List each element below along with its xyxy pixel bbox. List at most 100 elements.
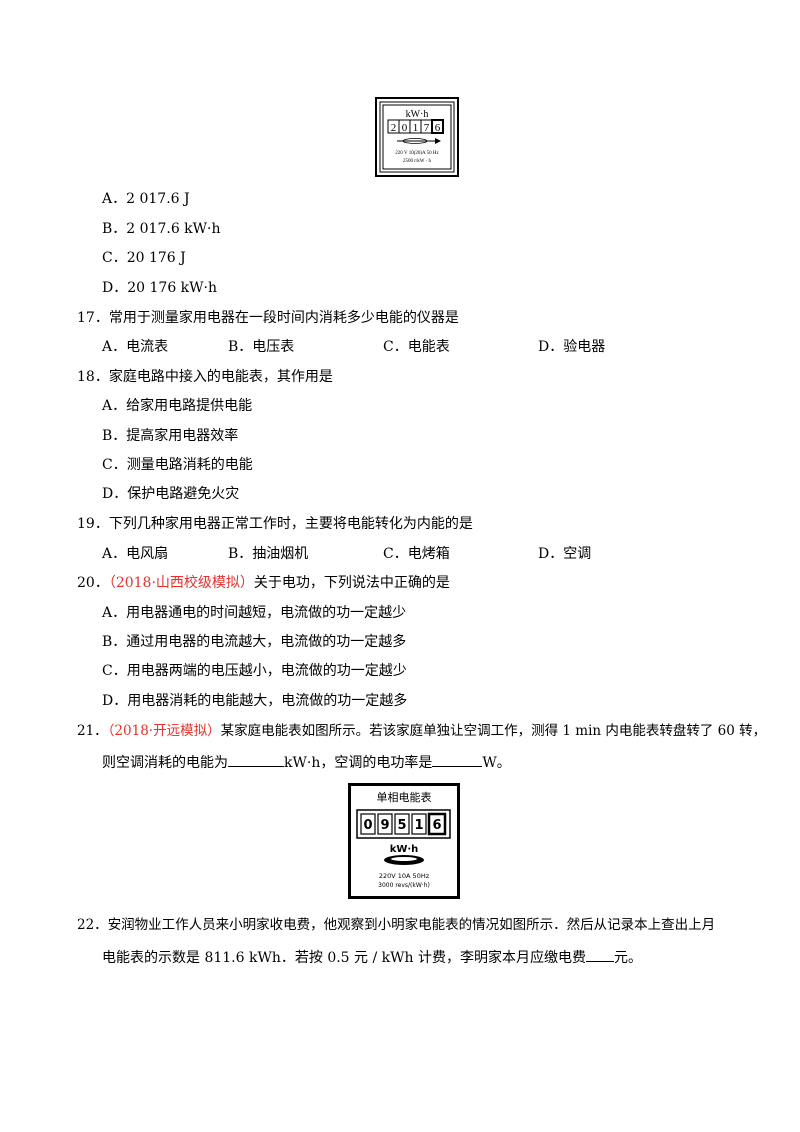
q22-stem-line1: 22．安润物业工作人员来小明家收电费，他观察到小明家电能表的情况如图所示．然后从… <box>77 916 715 934</box>
q17-option-a: A．电流表 <box>102 338 168 356</box>
option-text: 电烤箱 <box>407 546 450 562</box>
question-text: 家庭电路中接入的电能表，其作用是 <box>108 369 333 385</box>
meter1-dial-arrow <box>397 138 441 144</box>
option-text: 电能表 <box>407 339 450 355</box>
meter2-spec-line1: 220V 10A 50Hz <box>379 872 430 880</box>
meter1-digit: 6 <box>435 122 441 134</box>
q16-option-c: C．20 176 J <box>102 249 186 267</box>
q18-option-b: B．提高家用电器效率 <box>102 427 238 445</box>
q19-option-c: C．电烤箱 <box>383 545 450 563</box>
question-text: 某家庭电能表如图所示。若该家庭单独让空调工作，测得 1 min 内电能表转盘转了… <box>220 723 767 739</box>
q17-stem: 17．常用于测量家用电器在一段时间内消耗多少电能的仪器是 <box>77 309 459 327</box>
meter1-unit: kW·h <box>406 109 429 120</box>
meter1-digit: 7 <box>424 122 430 134</box>
q19-option-d: D．空调 <box>538 545 591 563</box>
q20-option-c: C．用电器两端的电压越小，电流做的功一定越少 <box>102 662 407 680</box>
question-text: 电能表的示数是 811.6 kWh．若按 0.5 元 / kWh 计费，李明家本… <box>102 950 586 966</box>
meter2-digit: 5 <box>397 818 406 833</box>
option-text: 2 017.6 J <box>126 191 190 207</box>
q17-option-d: D．验电器 <box>538 338 605 356</box>
question-text: 则空调消耗的电能为 <box>102 755 228 771</box>
option-letter: C． <box>383 546 408 562</box>
q16-option-b: B．2 017.6 kW·h <box>102 220 221 238</box>
question-text: 常用于测量家用电器在一段时间内消耗多少电能的仪器是 <box>108 310 459 326</box>
question-number: 18． <box>77 369 109 385</box>
q20-option-d: D．用电器消耗的电能越大，电流做的功一定越多 <box>102 692 407 710</box>
option-text: 保护电路避免火灾 <box>127 486 240 502</box>
question-text: 下列几种家用电器正常工作时，主要将电能转化为内能的是 <box>108 516 473 532</box>
option-letter: A． <box>102 398 127 414</box>
meter2-spec-line2: 3000 revs/(kW·h) <box>378 882 430 889</box>
meter2-digit-boxes: 0 9 5 1 6 <box>356 809 451 839</box>
question-source: （2018·山西校级模拟） <box>108 575 254 591</box>
answer-blank-fee[interactable] <box>586 947 614 962</box>
option-text: 抽油烟机 <box>252 546 309 562</box>
option-text: 通过用电器的电流越大，电流做的功一定越多 <box>126 634 407 650</box>
q20-option-a: A．用电器通电的时间越短，电流做的功一定越少 <box>102 604 406 622</box>
answer-blank-energy[interactable] <box>228 752 284 767</box>
question-number: 21． <box>77 723 108 739</box>
meter1-digit-boxes: 2 0 1 7 6 <box>387 119 444 134</box>
q18-option-d: D．保护电路避免火灾 <box>102 485 239 503</box>
option-text: 用电器通电的时间越短，电流做的功一定越少 <box>126 605 407 621</box>
option-letter: D． <box>102 486 128 502</box>
q16-option-a: A．2 017.6 J <box>102 190 190 208</box>
option-text: 电流表 <box>126 339 169 355</box>
option-letter: A． <box>102 339 127 355</box>
question-number: 20． <box>77 575 109 591</box>
option-text: 2 017.6 kW·h <box>126 221 221 237</box>
meter2-digit: 1 <box>414 818 423 833</box>
meter1-digit: 0 <box>402 122 408 134</box>
q17-option-b: B．电压表 <box>228 338 294 356</box>
q20-stem: 20．（2018·山西校级模拟）关于电功，下列说法中正确的是 <box>77 574 450 592</box>
question-number: 17． <box>77 310 109 326</box>
option-text: 给家用电路提供电能 <box>126 398 253 414</box>
q20-option-b: B．通过用电器的电流越大，电流做的功一定越多 <box>102 633 406 651</box>
option-text: 20 176 kW·h <box>127 280 218 296</box>
option-letter: A． <box>102 605 127 621</box>
option-text: 用电器消耗的电能越大，电流做的功一定越多 <box>127 693 408 709</box>
option-letter: C． <box>102 250 127 266</box>
question-text: W。 <box>482 755 511 771</box>
question-text: 安润物业工作人员来小明家收电费，他观察到小明家电能表的情况如图所示．然后从记录本… <box>107 917 716 933</box>
q22-stem-line2: 电能表的示数是 811.6 kWh．若按 0.5 元 / kWh 计费，李明家本… <box>102 947 642 967</box>
question-source: （2018·开远模拟） <box>107 723 221 739</box>
option-letter: D． <box>102 280 128 296</box>
option-letter: D． <box>538 546 564 562</box>
q19-option-a: A．电风扇 <box>102 545 168 563</box>
q18-stem: 18．家庭电路中接入的电能表，其作用是 <box>77 368 333 386</box>
option-letter: D． <box>102 693 128 709</box>
q21-stem-line1: 21．（2018·开远模拟）某家庭电能表如图所示。若该家庭单独让空调工作，测得 … <box>77 722 766 740</box>
option-letter: B． <box>228 339 253 355</box>
question-number: 19． <box>77 516 109 532</box>
option-text: 验电器 <box>563 339 606 355</box>
option-letter: A． <box>102 546 127 562</box>
option-letter: B． <box>102 634 127 650</box>
meter2-unit: kW·h <box>390 844 419 855</box>
option-letter: D． <box>538 339 564 355</box>
meter1-digit: 1 <box>413 122 419 134</box>
option-letter: C． <box>383 339 408 355</box>
q18-option-a: A．给家用电路提供电能 <box>102 397 252 415</box>
option-text: 测量电路消耗的电能 <box>126 457 253 473</box>
electric-meter-figure-1: kW·h 2 0 1 7 6 220 V 10(20)A 50 Hz 2500 … <box>375 97 459 177</box>
meter2-dial-disc <box>384 855 424 865</box>
meter2-title: 单相电能表 <box>377 790 432 804</box>
option-text: 空调 <box>563 546 592 562</box>
option-text: 电风扇 <box>126 546 169 562</box>
electric-meter-figure-2: 单相电能表 0 9 5 1 6 kW·h 220V 10A 50Hz 3000 … <box>348 783 460 899</box>
question-number: 22． <box>77 917 108 933</box>
option-letter: B． <box>102 221 127 237</box>
q19-stem: 19．下列几种家用电器正常工作时，主要将电能转化为内能的是 <box>77 515 473 533</box>
meter2-digit: 6 <box>432 818 441 833</box>
answer-blank-power[interactable] <box>432 752 483 767</box>
option-letter: B． <box>102 428 127 444</box>
option-letter: B． <box>228 546 253 562</box>
option-text: 20 176 J <box>126 250 186 266</box>
option-letter: C． <box>102 457 127 473</box>
meter1-spec-line2: 2500 r/kW · h <box>403 159 432 164</box>
meter2-digit: 9 <box>380 818 389 833</box>
q16-option-d: D．20 176 kW·h <box>102 279 217 297</box>
option-text: 电压表 <box>252 339 295 355</box>
